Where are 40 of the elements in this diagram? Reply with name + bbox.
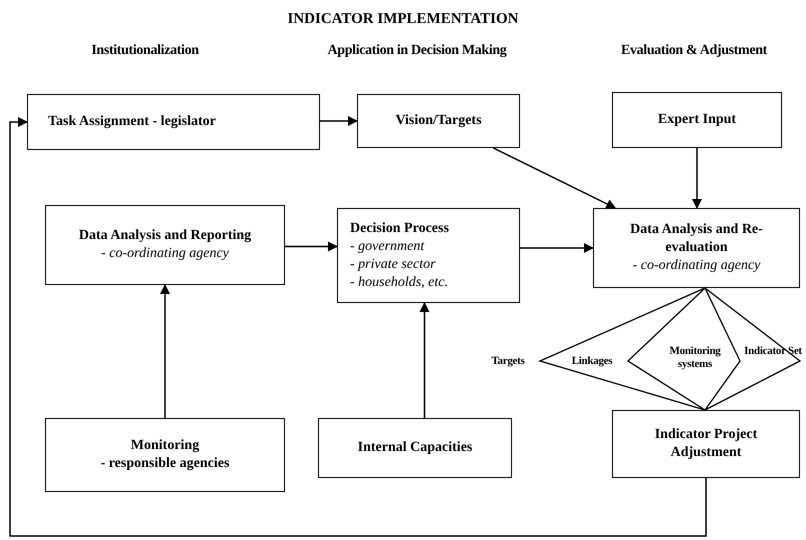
column-heading: Application in Decision Making: [326, 42, 508, 60]
diamond-label: Linkages: [570, 354, 614, 369]
box-subtext: - households, etc.: [350, 274, 448, 292]
diamond-label: Indicator Set: [743, 345, 803, 358]
diamond-label: Monitoring systems: [668, 345, 722, 371]
box-heading: Data Analysis and Re-evaluation: [629, 221, 764, 257]
box-subtext: - responsible agencies: [100, 455, 230, 473]
box-heading: Monitoring: [130, 437, 200, 455]
box-heading: Indicator Project Adjustment: [654, 426, 758, 462]
process-box: [612, 92, 782, 148]
box-subtext: - co-ordinating agency: [632, 257, 760, 275]
box-heading: Internal Capacities: [358, 439, 472, 457]
box-heading: Task Assignment - legislator: [48, 113, 216, 131]
arrow: [692, 148, 702, 209]
process-box: [318, 418, 512, 478]
box-subtext: - co-ordinating agency: [101, 245, 229, 263]
process-box: [45, 418, 285, 492]
box-subtext: - private sector: [350, 256, 436, 274]
arrow: [320, 116, 358, 126]
arrow: [493, 147, 616, 209]
arrow: [9, 117, 707, 537]
process-box: [45, 205, 285, 285]
column-heading: Institutionalization: [90, 42, 200, 60]
arrow: [520, 243, 594, 253]
box-subtext: - government: [350, 238, 424, 256]
process-box: [337, 208, 520, 303]
diamond-label: Targets: [490, 354, 526, 369]
box-heading: Data Analysis and Reporting: [78, 227, 252, 245]
box-heading: Expert Input: [658, 111, 736, 129]
arrow: [160, 284, 170, 418]
box-heading: Decision Process: [350, 220, 449, 238]
column-heading: Evaluation & Adjustment: [620, 42, 768, 60]
process-box: [27, 94, 320, 150]
process-box: [612, 410, 800, 478]
process-box: [357, 94, 520, 148]
process-box: [593, 208, 800, 288]
box-heading: Vision/Targets: [395, 112, 482, 130]
arrow: [420, 302, 430, 418]
arrow: [285, 242, 338, 252]
diagram-title: INDICATOR IMPLEMENTATION: [288, 10, 518, 29]
